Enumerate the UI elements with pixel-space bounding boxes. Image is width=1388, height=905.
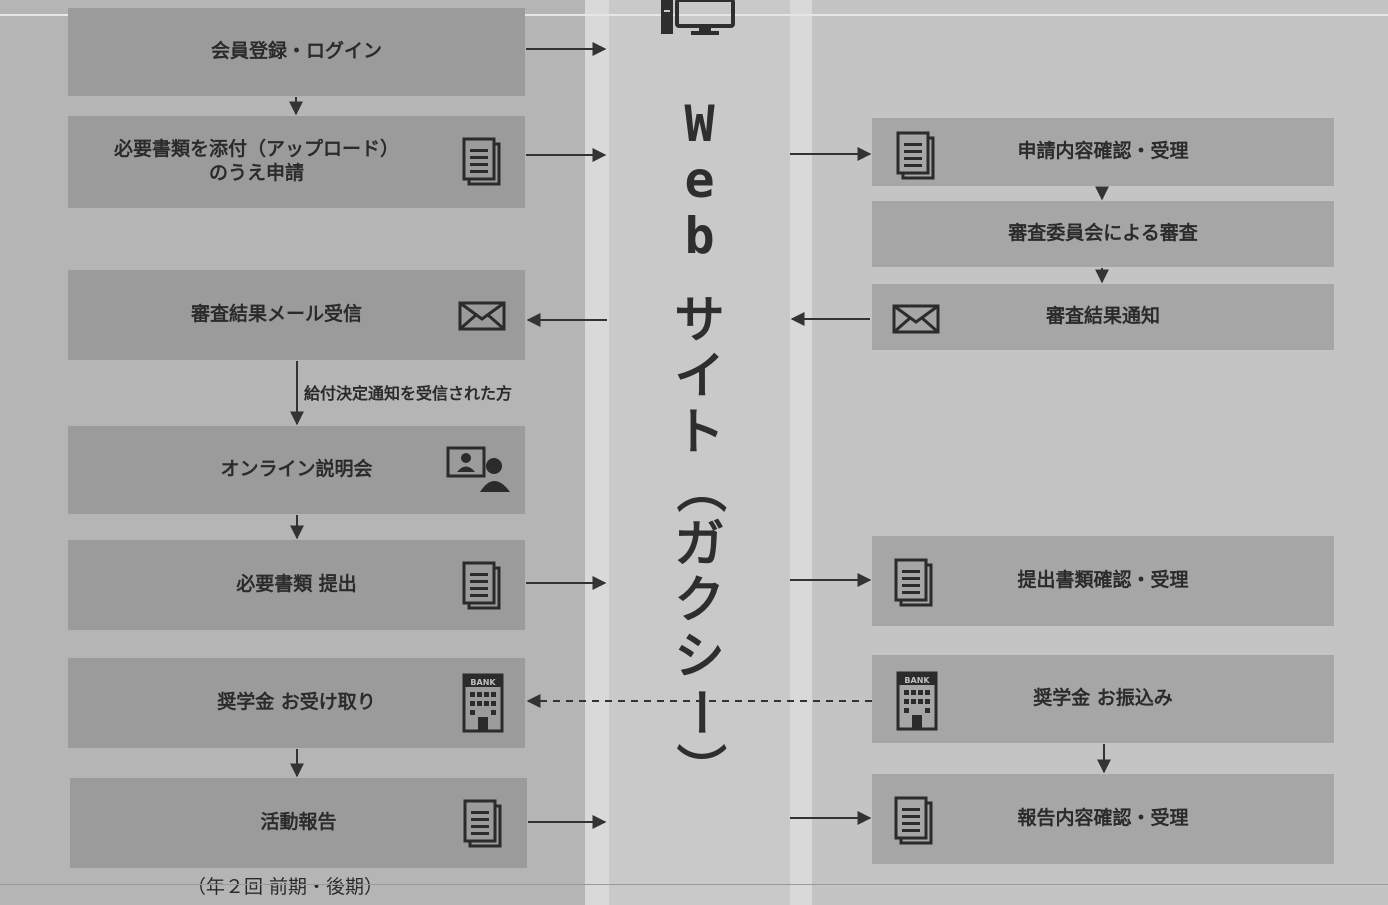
bank-icon-label: BANK (904, 676, 930, 685)
decision-note: 給付決定通知を受信された方 (304, 384, 513, 403)
confirm-report-label: 報告内容確認・受理 (1017, 807, 1189, 830)
website-title-char: e (684, 151, 715, 209)
transfer-box: 奨学金 お振込み (872, 655, 1334, 743)
result-notice-box: 審査結果通知 (872, 284, 1334, 350)
register-login-box: 会員登録・ログイン (68, 8, 525, 96)
confirm-docs-box: 提出書類確認・受理 (872, 536, 1334, 626)
transfer-label: 奨学金 お振込み (1033, 687, 1173, 710)
top-divider (0, 14, 1388, 16)
confirm-report-box: 報告内容確認・受理 (872, 774, 1334, 864)
confirm-apply-box: 申請内容確認・受理 (872, 118, 1334, 186)
receive-scholarship-box: 奨学金 お受け取り (68, 658, 525, 748)
online-briefing-label: オンライン説明会 (220, 458, 373, 481)
bank-icon-label: BANK (470, 678, 496, 687)
document-icon (896, 131, 935, 180)
receive-scholarship-label: 奨学金 お受け取り (217, 691, 376, 714)
committee-review-label: 審査委員会による審査 (1008, 222, 1198, 245)
column-gap (790, 0, 812, 905)
website-column (609, 0, 790, 905)
submit-docs-box: 必要書類 提出 (68, 540, 525, 630)
website-title-char: シ (674, 627, 725, 685)
apply-label: 必要書類を添付（アップロード） のうえ申請 (113, 138, 399, 184)
activity-report-label: 活動報告 (260, 811, 337, 834)
result-mail-box: 審査結果メール受信 (68, 270, 525, 360)
website-title-char: b (684, 207, 715, 265)
mail-icon (458, 301, 506, 331)
website-title-char: ト (674, 403, 725, 461)
website-title-char: ガ (674, 515, 725, 573)
website-title-char: イ (674, 347, 725, 405)
result-mail-label: 審査結果メール受信 (190, 303, 362, 326)
submit-docs-label: 必要書類 提出 (236, 573, 357, 596)
confirm-apply-label: 申請内容確認・受理 (1017, 140, 1189, 163)
bank-icon: BANK (896, 671, 938, 731)
computer-icon (661, 0, 735, 35)
document-icon (462, 561, 501, 610)
document-icon (894, 558, 933, 607)
committee-review-box: 審査委員会による審査 (872, 201, 1334, 267)
apply-box: 必要書類を添付（アップロード） のうえ申請 (68, 116, 525, 208)
bottom-divider (0, 884, 1388, 885)
bank-icon: BANK (462, 673, 504, 733)
activity-report-box: 活動報告 (70, 778, 527, 868)
document-icon (462, 137, 501, 186)
document-icon (463, 799, 502, 848)
register-login-label: 会員登録・ログイン (210, 40, 382, 63)
mail-icon (892, 304, 940, 334)
website-title-char: ク (674, 571, 725, 629)
result-notice-label: 審査結果通知 (1045, 305, 1160, 328)
document-icon (894, 796, 933, 845)
report-frequency-note: （年２回 前期・後期） (187, 876, 384, 898)
website-title-char: サ (674, 291, 725, 349)
website-title-char: W (684, 95, 715, 153)
confirm-docs-label: 提出書類確認・受理 (1017, 569, 1189, 592)
video-meeting-icon (446, 446, 510, 492)
